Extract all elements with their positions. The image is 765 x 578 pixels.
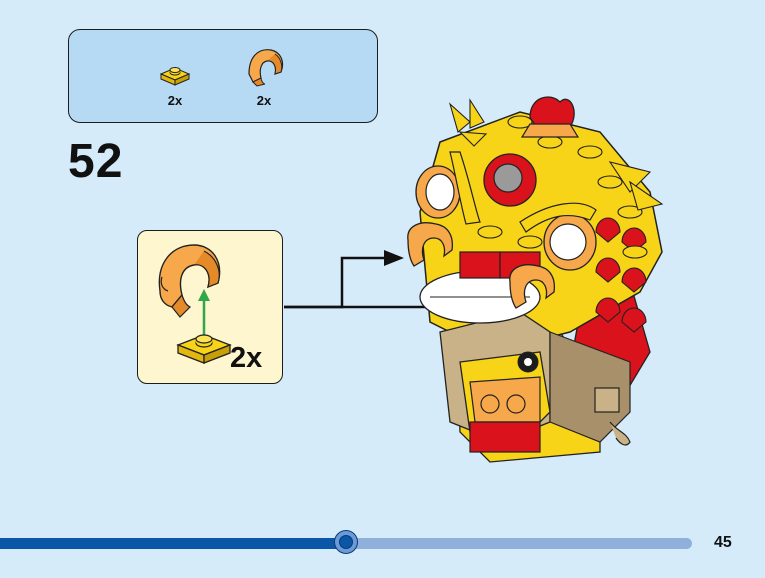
orange-curved-arch-icon xyxy=(248,49,284,87)
step-number: 52 xyxy=(68,135,124,188)
subassembly-illustration xyxy=(158,244,232,364)
progress-handle xyxy=(334,530,358,554)
parts-list-box: 2x 2x xyxy=(68,29,378,123)
assembly-arrow-icon xyxy=(198,289,210,335)
part-item-arch: 2x xyxy=(241,44,287,108)
progress-bar xyxy=(0,530,692,554)
page-number: 45 xyxy=(714,534,732,551)
part-qty-arch: 2x xyxy=(256,93,272,108)
callout-qty: 2x xyxy=(230,342,263,374)
progress-fill xyxy=(0,538,346,549)
lion-dance-model xyxy=(407,96,664,463)
part-item-plate: 2x xyxy=(157,64,193,108)
subassembly-callout: 2x xyxy=(137,230,283,384)
orange-curved-arch-icon xyxy=(158,244,221,318)
part-qty-plate: 2x xyxy=(167,93,183,108)
yellow-plate-1x1-icon xyxy=(159,67,191,86)
yellow-plate-1x1-icon xyxy=(176,334,232,364)
